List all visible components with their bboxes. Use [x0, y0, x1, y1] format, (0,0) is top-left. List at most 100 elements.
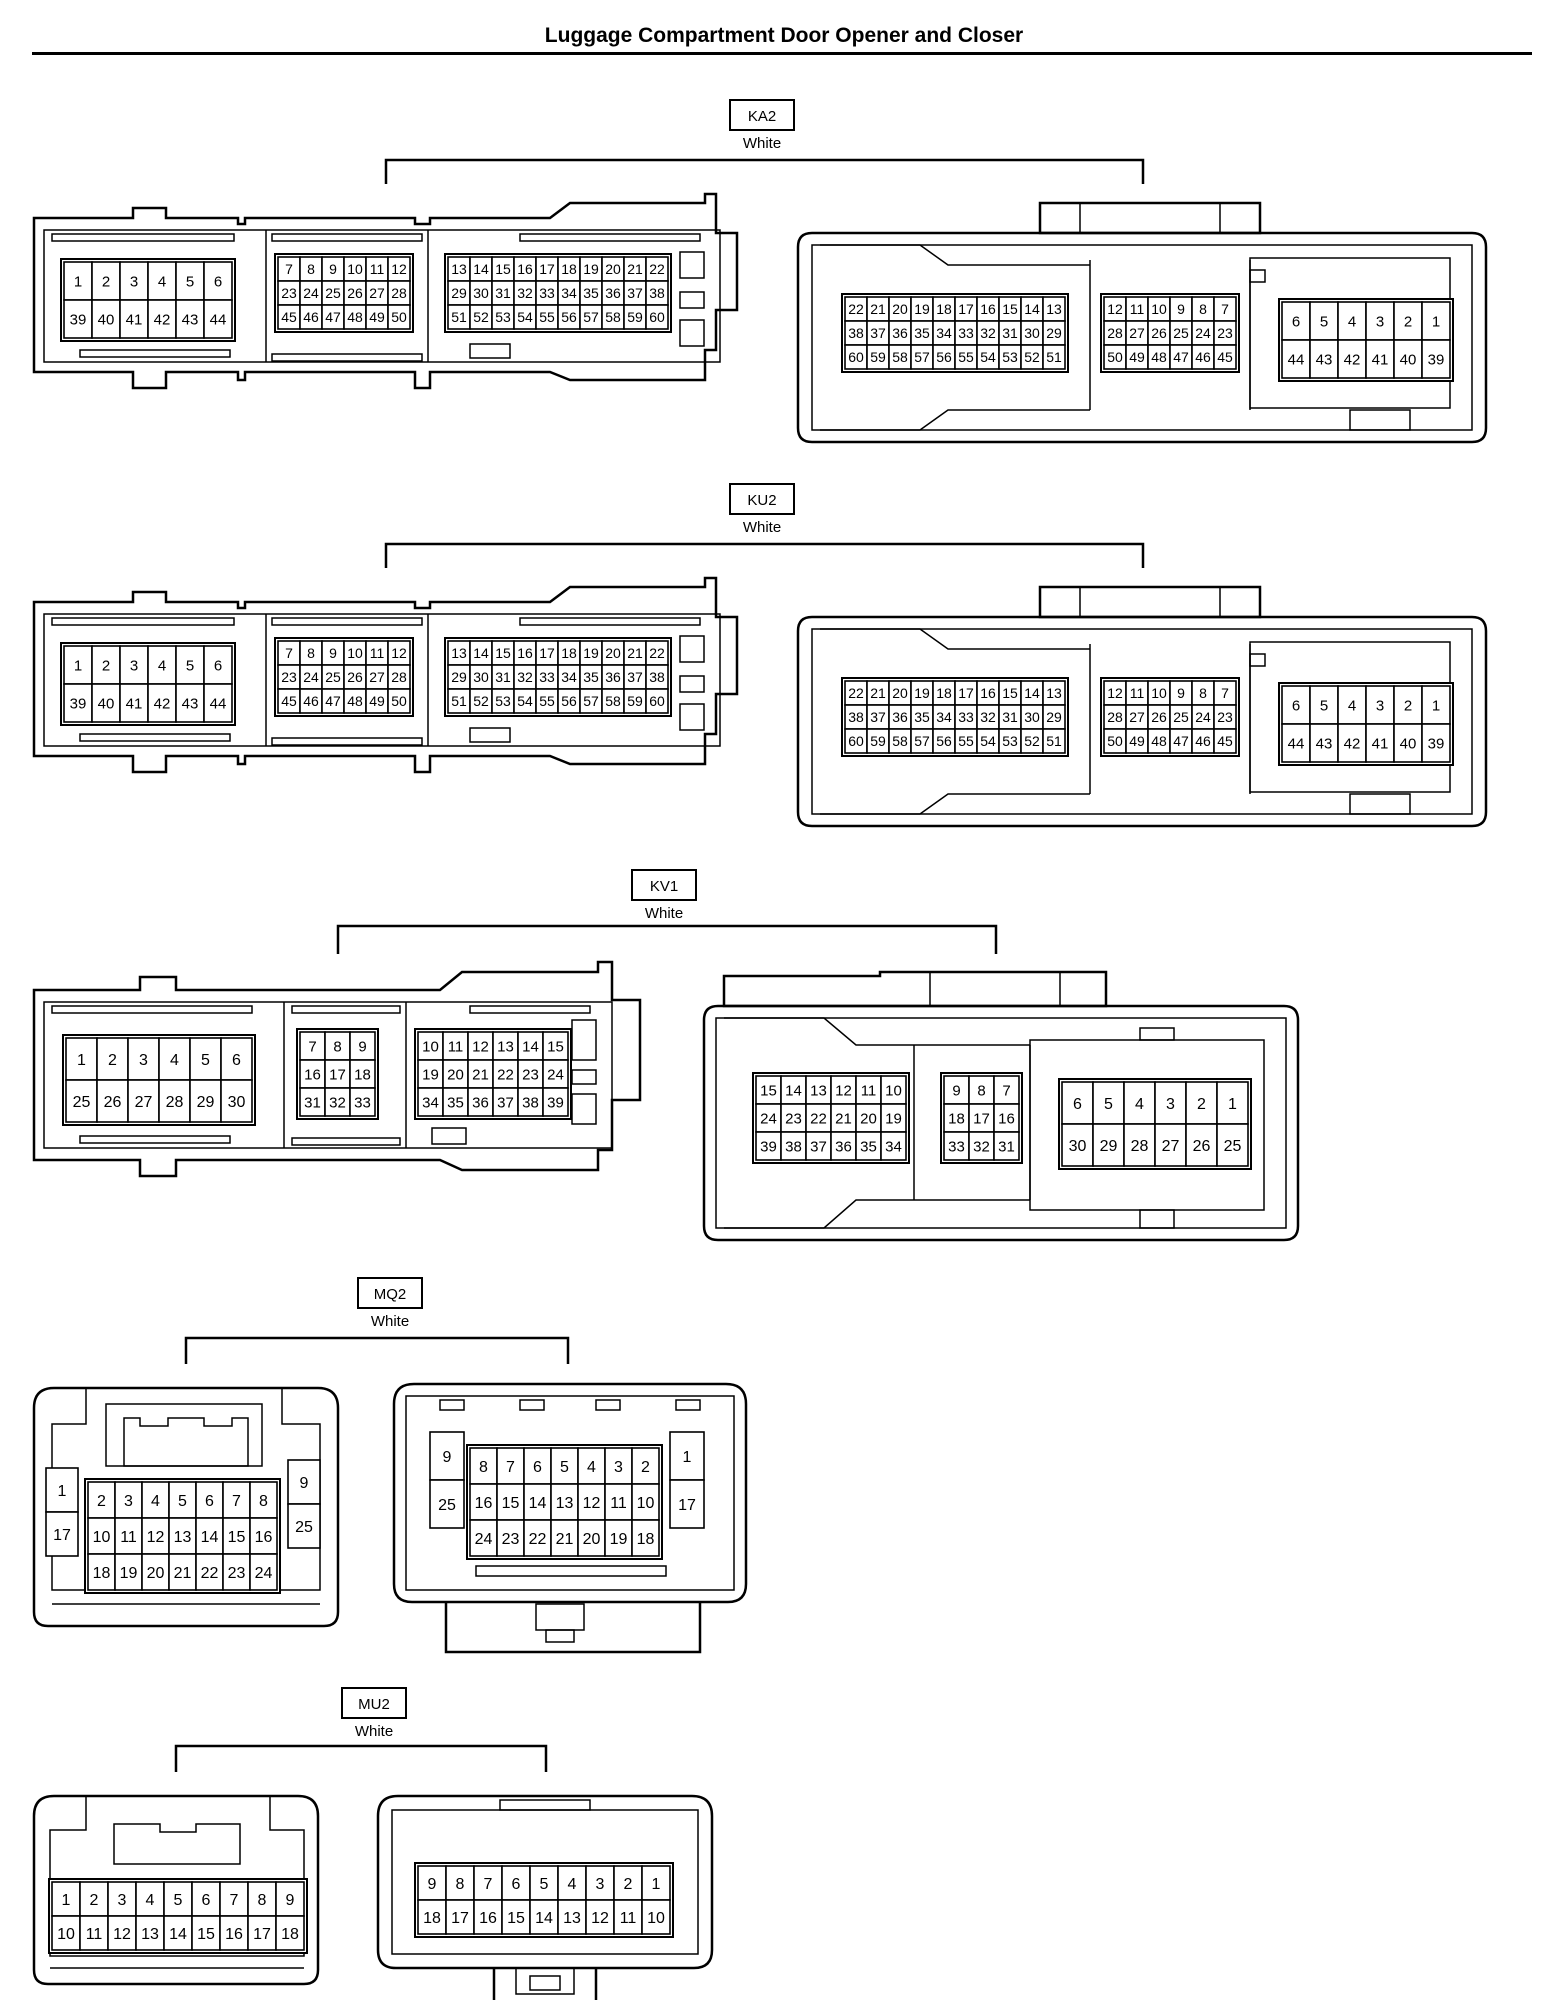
ka2-male-b-pin-7-label: 7 — [285, 261, 293, 277]
ka2-female-a-pin-13-label: 13 — [1046, 301, 1062, 317]
kv1-male-b-pin-32-label: 32 — [329, 1094, 346, 1111]
ka2-female-a-pin-33-label: 33 — [958, 325, 974, 341]
ka2-female-a-pin-31: 31 — [998, 320, 1022, 346]
mq2-male-grid-pin-8-label: 8 — [259, 1493, 268, 1510]
ka2-male-c-pin-32: 32 — [513, 280, 537, 306]
mq2-female-grid-pin-13: 13 — [550, 1483, 579, 1521]
mu2-male-pin-8: 8 — [247, 1881, 277, 1917]
mq2-female-grid-pin-3: 3 — [604, 1447, 633, 1485]
kv1-male-c-pin-36: 36 — [467, 1087, 494, 1117]
kv1-female-a-pin-15-label: 15 — [760, 1082, 777, 1099]
mu2-male-pin-18-label: 18 — [281, 1926, 299, 1943]
ku2-male-a-pin-40-label: 40 — [98, 695, 115, 712]
ka2-female-b-pin-10: 10 — [1147, 296, 1171, 322]
kv1-female-b-pin-16: 16 — [993, 1103, 1020, 1133]
mq2-female-pin-9-label: 9 — [443, 1449, 452, 1466]
ku2-female-c-pin-39-cell — [1421, 723, 1451, 763]
ka2-male-c-pin-59: 59 — [623, 304, 647, 330]
mu2-female-pin-12-cell — [585, 1899, 615, 1935]
connector-code-box-kv1 — [631, 869, 697, 901]
mu2-male-pin-6: 6 — [191, 1881, 221, 1917]
ka2-male-b-pin-12: 12 — [387, 256, 411, 282]
kv1-female-a-pin-13: 13 — [805, 1075, 832, 1105]
kv1-male-a-pin-5: 5 — [189, 1037, 222, 1081]
ka2-male-a-pin-40-label: 40 — [98, 311, 115, 328]
ka2-female-b-pin-49: 49 — [1125, 344, 1149, 370]
ku2-male-b-pin-11-label: 11 — [370, 645, 385, 661]
ku2-female-a-pin-51-label: 51 — [1046, 733, 1062, 749]
ku2-female-b-pin-45-cell — [1213, 728, 1237, 754]
mu2-male-pin-3: 3 — [107, 1881, 137, 1917]
ka2-male-c-pin-29-label: 29 — [451, 285, 467, 301]
ku2-male-c-pin-54-label: 54 — [517, 693, 533, 709]
mu2-female-pin-18: 18 — [417, 1899, 447, 1935]
kv1-male-b-pin-31-label: 31 — [304, 1094, 321, 1111]
ka2-female-a-pin-17: 17 — [954, 296, 978, 322]
ka2-male-c-pin-54-label: 54 — [517, 309, 533, 325]
mq2-male-grid-pin-12-label: 12 — [147, 1529, 165, 1546]
mq2-male-pin-25-cell — [287, 1503, 321, 1549]
ka2-female-c-pin-42-label: 42 — [1344, 351, 1361, 368]
mu2-female-pin-6-label: 6 — [512, 1876, 521, 1893]
kv1-female-a-pin-35-cell — [855, 1131, 882, 1161]
kv1-male-c-pin-11-label: 11 — [448, 1038, 464, 1055]
kv1-male-c-pin-22: 22 — [492, 1059, 519, 1089]
ka2-male-b-pin-24: 24 — [299, 280, 323, 306]
ka2-male-a-pin-44: 44 — [203, 299, 233, 339]
mu2-female-pin-7: 7 — [473, 1865, 503, 1901]
ku2-male-b-pin-50-label: 50 — [391, 693, 407, 709]
mu2-female-pin-16: 16 — [473, 1899, 503, 1935]
mq2-female-grid-pin-8-cell — [469, 1447, 498, 1485]
ka2-female-c-pin-3: 3 — [1365, 301, 1395, 341]
connector-color-mu2: White — [355, 1723, 393, 1740]
ku2-female-b-pin-23: 23 — [1213, 704, 1237, 730]
ka2-female-b-pin-50: 50 — [1103, 344, 1127, 370]
ku2-male-b-pin-49-label: 49 — [369, 693, 385, 709]
kv1-male-b-pin-32-cell — [324, 1087, 351, 1117]
ku2-male-c-pin-38: 38 — [645, 664, 669, 690]
mq2-female-grid-pin-5: 5 — [550, 1447, 579, 1485]
ka2-female-a-pin-20: 20 — [888, 296, 912, 322]
ka2-female-a-pin-19-label: 19 — [914, 301, 930, 317]
connector-code-mu2: MU2 — [358, 1696, 390, 1713]
ka2-male-c-pin-14: 14 — [469, 256, 493, 282]
ku2-male-b-pin-25: 25 — [321, 664, 345, 690]
ka2-female-a-pin-37: 37 — [866, 320, 890, 346]
ku2-male-c-pin-60-cell — [645, 688, 669, 714]
ku2-female-a-pin-37-label: 37 — [870, 709, 886, 725]
kv1-female-a-pin-36: 36 — [830, 1131, 857, 1161]
ku2-male-c-pin-22: 22 — [645, 640, 669, 666]
ku2-female-a-pin-56-label: 56 — [936, 733, 952, 749]
kv1-female-b-pin-32-cell — [968, 1131, 995, 1161]
kv1-male-c-pin-23: 23 — [517, 1059, 544, 1089]
mq2-female-grid-pin-7-cell — [496, 1447, 525, 1485]
kv1-male-c-pin-15-label: 15 — [547, 1038, 564, 1055]
ku2-female-a-pin-57-label: 57 — [914, 733, 930, 749]
ka2-female-b-pin-27: 27 — [1125, 320, 1149, 346]
ku2-female-a-pin-38: 38 — [844, 704, 868, 730]
ka2-male-c-pin-20-label: 20 — [605, 261, 621, 277]
kv1-male-b-pin-16: 16 — [299, 1059, 326, 1089]
ka2-male-c-pin-16-label: 16 — [517, 261, 533, 277]
kv1-female-c-pin-25: 25 — [1216, 1123, 1249, 1167]
kv1-male-b-pin-32: 32 — [324, 1087, 351, 1117]
kv1-female-c-pin-25-cell — [1216, 1123, 1249, 1167]
ku2-female-c-pin-6-label: 6 — [1292, 697, 1300, 714]
mq2-female-grid-pin-7-label: 7 — [506, 1459, 515, 1476]
ku2-female-c-pin-41: 41 — [1365, 723, 1395, 763]
mu2-male-pin-12: 12 — [107, 1915, 137, 1951]
ku2-female-c-pin-3-cell — [1365, 685, 1395, 725]
mq2-male-pin-1-label: 1 — [58, 1483, 67, 1500]
kv1-female-c-pin-3-label: 3 — [1166, 1096, 1175, 1113]
ka2-male-a-pin-3-cell — [119, 261, 149, 301]
ku2-female-a-pin-31: 31 — [998, 704, 1022, 730]
kv1-male-c-pin-39: 39 — [542, 1087, 569, 1117]
connector-code-box-mu2 — [341, 1687, 407, 1719]
ka2-female-a-pin-57-label: 57 — [914, 349, 930, 365]
ka2-male-b-pin-45: 45 — [277, 304, 301, 330]
ku2-female-a-pin-54: 54 — [976, 728, 1000, 754]
kv1-male-a-pin-28: 28 — [158, 1079, 191, 1123]
ku2-male-c-pin-60: 60 — [645, 688, 669, 714]
ku2-female-a-pin-30-label: 30 — [1024, 709, 1040, 725]
mq2-female-grid-pin-11-cell — [604, 1483, 633, 1521]
